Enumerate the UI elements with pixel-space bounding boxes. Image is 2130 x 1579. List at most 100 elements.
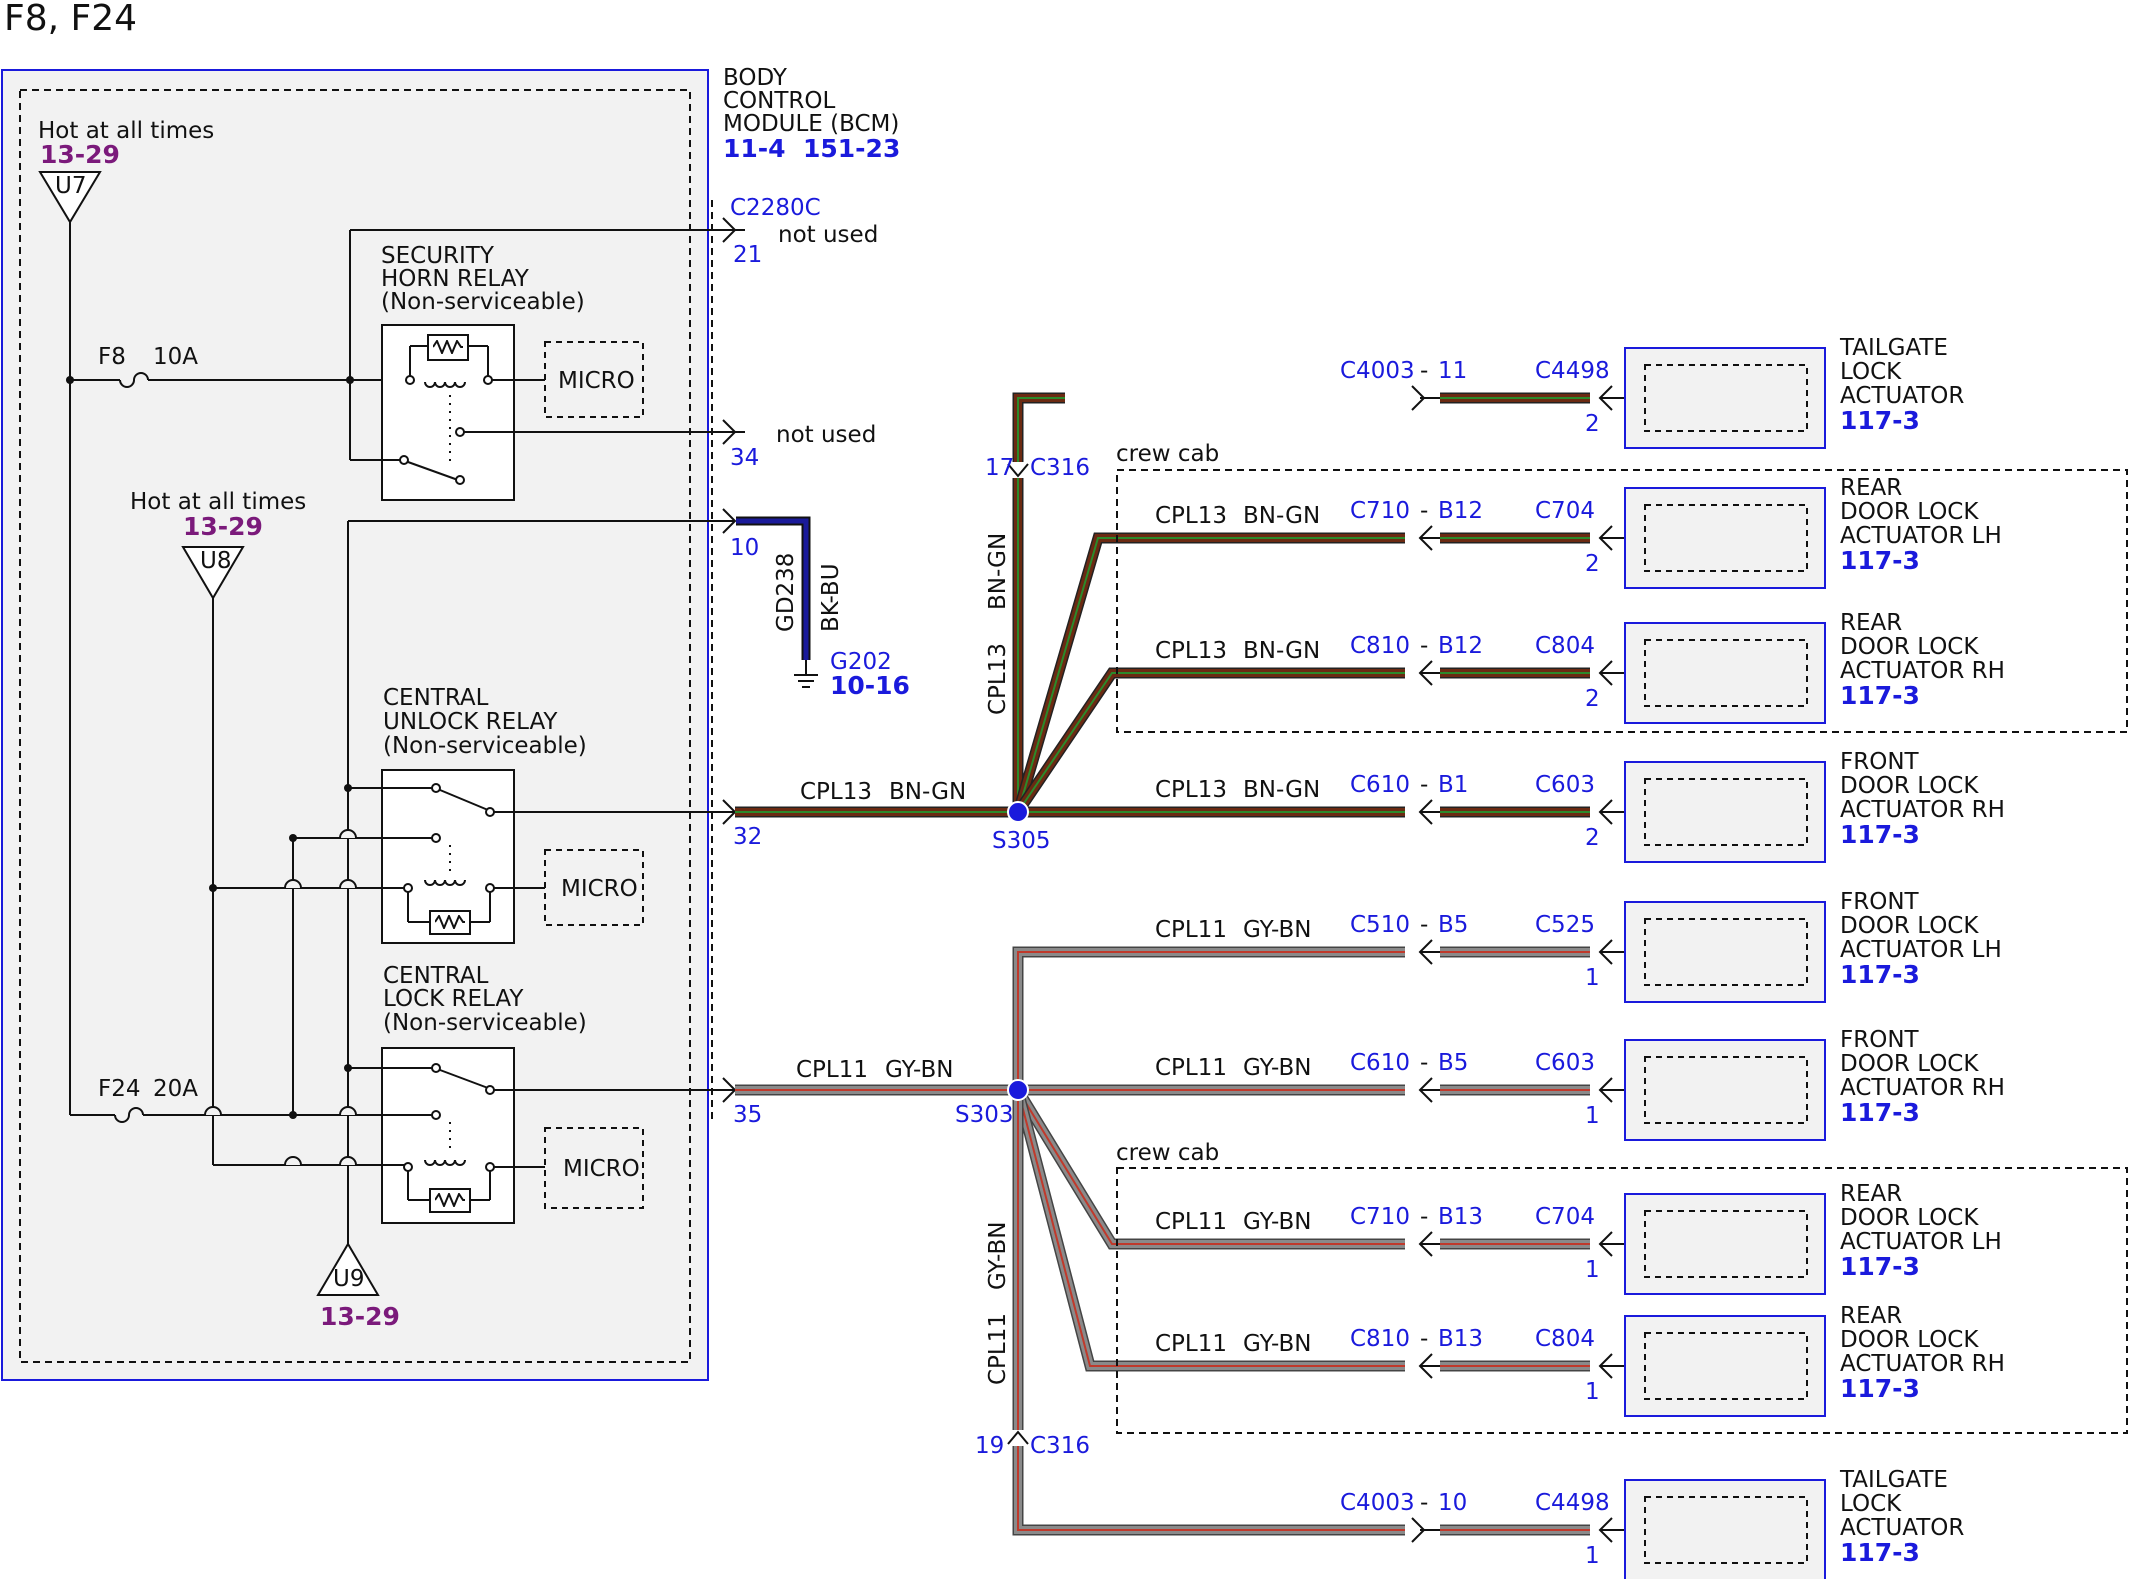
bcm-name-line: BODY — [723, 65, 788, 91]
bcm-ref-link[interactable]: 151-23 — [803, 134, 900, 163]
branch-color-label: BN-GN — [1243, 638, 1320, 664]
security-relay-label: (Non-serviceable) — [381, 289, 585, 315]
lock-relay-label: CENTRAL — [383, 963, 489, 989]
inline-connector-label[interactable]: C4003 — [1340, 1490, 1415, 1516]
actuator-ref-link[interactable]: 117-3 — [1840, 1098, 1920, 1127]
branch-color-label: GY-BN — [1243, 1209, 1311, 1235]
feed-color-label: BN-GN — [889, 779, 966, 805]
crew-cab-box — [1116, 1167, 2128, 1434]
actuator-connector-label[interactable]: C603 — [1535, 1050, 1595, 1076]
connector-dash: - — [1420, 772, 1428, 798]
inline-connector-label[interactable]: C810 — [1350, 1326, 1410, 1352]
actuator-box — [1624, 1039, 1826, 1141]
actuator-ref-link[interactable]: 117-3 — [1840, 681, 1920, 710]
inline-connector-pin: B13 — [1438, 1326, 1483, 1352]
micro-label: MICRO — [558, 368, 635, 394]
g202-ref-link[interactable]: 10-16 — [830, 671, 910, 700]
inline-connector-pin: B12 — [1438, 633, 1483, 659]
branch-circuit-label: CPL11 — [1155, 917, 1227, 943]
security-relay-label: SECURITY — [381, 243, 495, 269]
actuator-connector-label[interactable]: C804 — [1535, 1326, 1595, 1352]
actuator-box — [1624, 487, 1826, 589]
trunk-circuit-label: CPL11 — [985, 1313, 1011, 1385]
trunk-color-label: BN-GN — [985, 533, 1011, 610]
unlock-relay-label: (Non-serviceable) — [383, 733, 587, 759]
actuator-pin: 2 — [1585, 825, 1600, 851]
inline-connector-label[interactable]: C610 — [1350, 1050, 1410, 1076]
pin-21: 21 — [733, 242, 762, 268]
u8-ref-link[interactable]: 13-29 — [183, 512, 263, 541]
bcm-ref-link[interactable]: 11-4 — [723, 134, 786, 163]
inline-connector-pin: B5 — [1438, 1050, 1468, 1076]
c316-pin-19: 19 — [975, 1433, 1004, 1459]
actuator-ref-link[interactable]: 117-3 — [1840, 1252, 1920, 1281]
actuator-ref-link[interactable]: 117-3 — [1840, 960, 1920, 989]
inline-connector-label[interactable]: C4003 — [1340, 358, 1415, 384]
inline-connector-label[interactable]: C510 — [1350, 912, 1410, 938]
c316-connector-arrow — [1007, 462, 1029, 478]
actuator-connector-label[interactable]: C4498 — [1535, 1490, 1610, 1516]
branch-color-label: GY-BN — [1243, 917, 1311, 943]
harness-wires — [735, 392, 1590, 1536]
actuator-connector-label[interactable]: C704 — [1535, 498, 1595, 524]
actuator-pin: 1 — [1585, 1103, 1600, 1129]
inline-connector-label[interactable]: C810 — [1350, 633, 1410, 659]
u9-id: U9 — [333, 1266, 364, 1292]
actuator-connector-label[interactable]: C603 — [1535, 772, 1595, 798]
actuator-name: ACTUATOR RH — [1840, 1075, 2005, 1101]
actuator-ref-link[interactable]: 117-3 — [1840, 1538, 1920, 1567]
micro-box — [544, 1127, 644, 1209]
ground-wire-color: BK-BU — [818, 563, 844, 632]
inline-connector-label[interactable]: C610 — [1350, 772, 1410, 798]
actuator-name: REAR — [1840, 610, 1902, 636]
actuator-ref-link[interactable]: 117-3 — [1840, 820, 1920, 849]
actuator-ref-link[interactable]: 117-3 — [1840, 546, 1920, 575]
actuator-connector-label[interactable]: C704 — [1535, 1204, 1595, 1230]
actuator-box — [1624, 347, 1826, 449]
actuator-pin: 1 — [1585, 965, 1600, 991]
crew-cab-label: crew cab — [1116, 1140, 1219, 1166]
micro-box — [544, 341, 644, 418]
actuator-name: ACTUATOR — [1840, 383, 1964, 409]
connector-dash: - — [1420, 912, 1428, 938]
branch-color-label: GY-BN — [1243, 1331, 1311, 1357]
branch-color-label: BN-GN — [1243, 503, 1320, 529]
u9-ref-link[interactable]: 13-29 — [320, 1302, 400, 1331]
f8-fuse-symbol — [119, 372, 149, 388]
actuator-box — [1624, 1479, 1826, 1579]
bcm-name-line: MODULE (BCM) — [723, 111, 899, 137]
u9-power-symbol — [316, 1242, 380, 1296]
feed-circuit-label: CPL13 — [800, 779, 872, 805]
inline-connector-label[interactable]: C710 — [1350, 1204, 1410, 1230]
actuator-name: ACTUATOR RH — [1840, 658, 2005, 684]
pin-10: 10 — [730, 535, 759, 561]
connector-dash: - — [1420, 633, 1428, 659]
inline-connector-pin: B1 — [1438, 772, 1468, 798]
lock-relay-label: (Non-serviceable) — [383, 1010, 587, 1036]
hot-at-all-times-label: Hot at all times — [130, 489, 306, 515]
crew-cab-label: crew cab — [1116, 441, 1219, 467]
inline-connector-pin: B5 — [1438, 912, 1468, 938]
feed-color-label: GY-BN — [885, 1057, 953, 1083]
c2280c-connector-label[interactable]: C2280C — [730, 195, 821, 221]
actuator-connector-label[interactable]: C525 — [1535, 912, 1595, 938]
actuator-connector-label[interactable]: C4498 — [1535, 358, 1610, 384]
pin-35: 35 — [733, 1102, 762, 1128]
actuator-ref-link[interactable]: 117-3 — [1840, 406, 1920, 435]
inline-connector-label[interactable]: C710 — [1350, 498, 1410, 524]
actuator-pin: 1 — [1585, 1257, 1600, 1283]
actuator-box — [1624, 622, 1826, 724]
actuator-name: TAILGATE — [1839, 335, 1948, 361]
inline-connector-pin: 10 — [1438, 1490, 1467, 1516]
u7-ref-link[interactable]: 13-29 — [40, 140, 120, 169]
actuator-ref-link[interactable]: 117-3 — [1840, 1374, 1920, 1403]
actuator-name: ACTUATOR LH — [1840, 937, 2002, 963]
bcm-module-box — [1, 69, 709, 1381]
branch-circuit-label: CPL13 — [1155, 638, 1227, 664]
actuator-connector-label[interactable]: C804 — [1535, 633, 1595, 659]
